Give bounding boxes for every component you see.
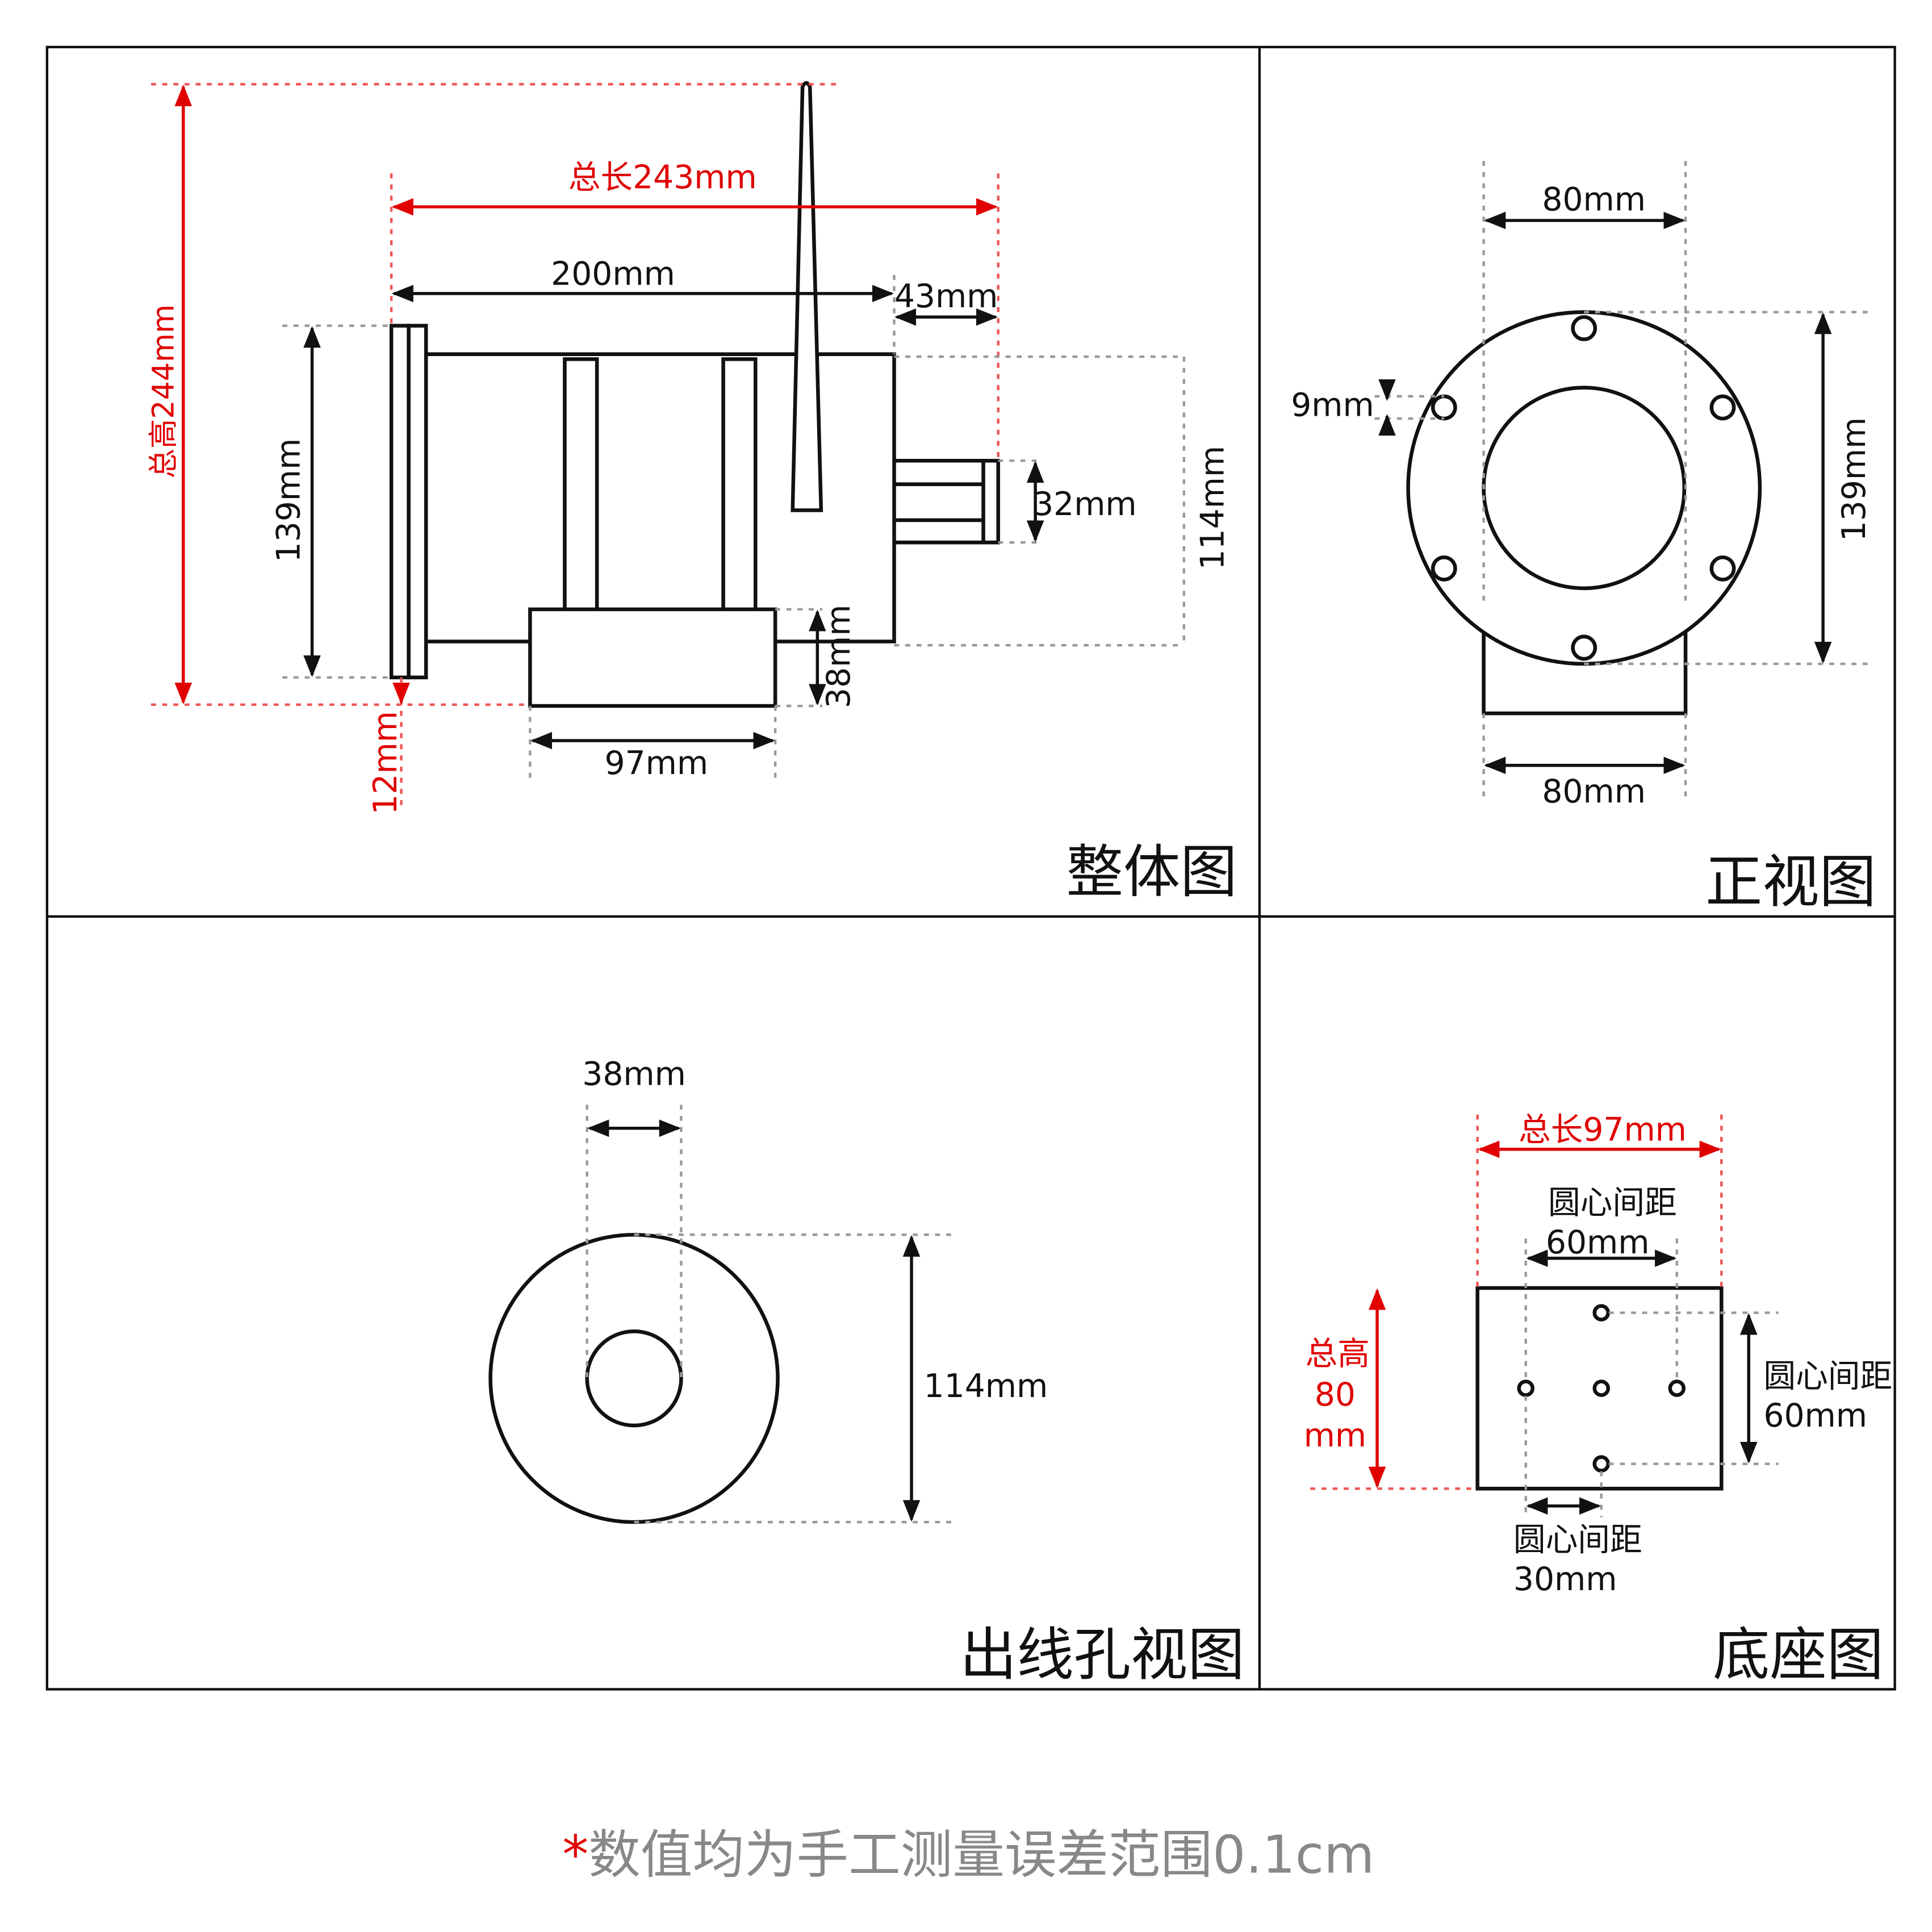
body-114-label: 114mm	[1194, 446, 1232, 570]
outlet-32-label: 32mm	[1033, 486, 1137, 523]
outlet-114-label: 114mm	[924, 1368, 1048, 1405]
base-block	[528, 607, 777, 708]
post-left	[563, 357, 599, 616]
base-height-line1: 总高	[1306, 1335, 1370, 1373]
post-right	[721, 357, 758, 616]
total-length-label: 总长243mm	[568, 158, 757, 196]
outlet-hole-circle	[585, 1329, 683, 1428]
base-spacing-top-line1: 圆心间距	[1548, 1184, 1677, 1222]
base-plate	[1475, 1286, 1724, 1491]
base-97-label: 97mm	[605, 745, 709, 782]
flange-plate	[389, 324, 411, 680]
main-body	[426, 352, 896, 643]
offset-12-label: 12mm	[367, 711, 404, 815]
base-spacing-bottom-line1: 圆心间距	[1513, 1521, 1642, 1558]
outlet-view-panel: 38mm 114mm 出线孔视图	[488, 1055, 1245, 1688]
base-total-length-label: 总长97mm	[1519, 1111, 1687, 1148]
base-view-panel: 总长97mm 圆心间距 60mm 圆心间距 60mm 圆心间距 30mm 总高 …	[1304, 1111, 1893, 1688]
footer-note: *数值均为手工测量误差范围0.1cm	[562, 1824, 1374, 1885]
outlet-title: 出线孔视图	[960, 1621, 1245, 1688]
front-flange	[1406, 310, 1762, 666]
cable-outlet	[894, 458, 1000, 545]
footer-note-text: 数值均为手工测量误差范围0.1cm	[588, 1824, 1374, 1885]
panel-frames	[45, 45, 1896, 1691]
length-43-label: 43mm	[894, 278, 998, 315]
base-title: 底座图	[1713, 1621, 1884, 1688]
front-bottom-80-label: 80mm	[1542, 773, 1646, 810]
footer-asterisk: *	[562, 1824, 588, 1885]
front-top-80-label: 80mm	[1542, 181, 1646, 219]
front-view-panel: 80mm 80mm 9mm 139mm 正视图	[1291, 161, 1876, 915]
length-200-label: 200mm	[551, 256, 675, 293]
front-hole-9-label: 9mm	[1291, 387, 1374, 424]
overall-title: 整体图	[1067, 839, 1237, 905]
height-139-label: 139mm	[270, 438, 308, 563]
front-title: 正视图	[1705, 849, 1876, 915]
base-spacing-right-line2: 60mm	[1763, 1397, 1867, 1435]
base-spacing-bottom-line2: 30mm	[1513, 1561, 1617, 1598]
base-height-line3: mm	[1304, 1417, 1366, 1454]
total-height-label: 总高244mm	[146, 304, 181, 478]
front-height-139-label: 139mm	[1835, 417, 1873, 542]
base-holes	[1517, 1304, 1686, 1473]
base-38-label: 38mm	[820, 605, 858, 709]
overall-view-panel: 总长243mm 总高244mm 200mm 43mm 139mm 32mm 11…	[146, 81, 1237, 905]
base-spacing-top-line2: 60mm	[1546, 1224, 1650, 1261]
flange-ring	[407, 324, 428, 680]
base-height-line2: 80	[1315, 1376, 1356, 1414]
outlet-38-label: 38mm	[582, 1055, 686, 1093]
base-spacing-right-line1: 圆心间距	[1763, 1357, 1892, 1395]
